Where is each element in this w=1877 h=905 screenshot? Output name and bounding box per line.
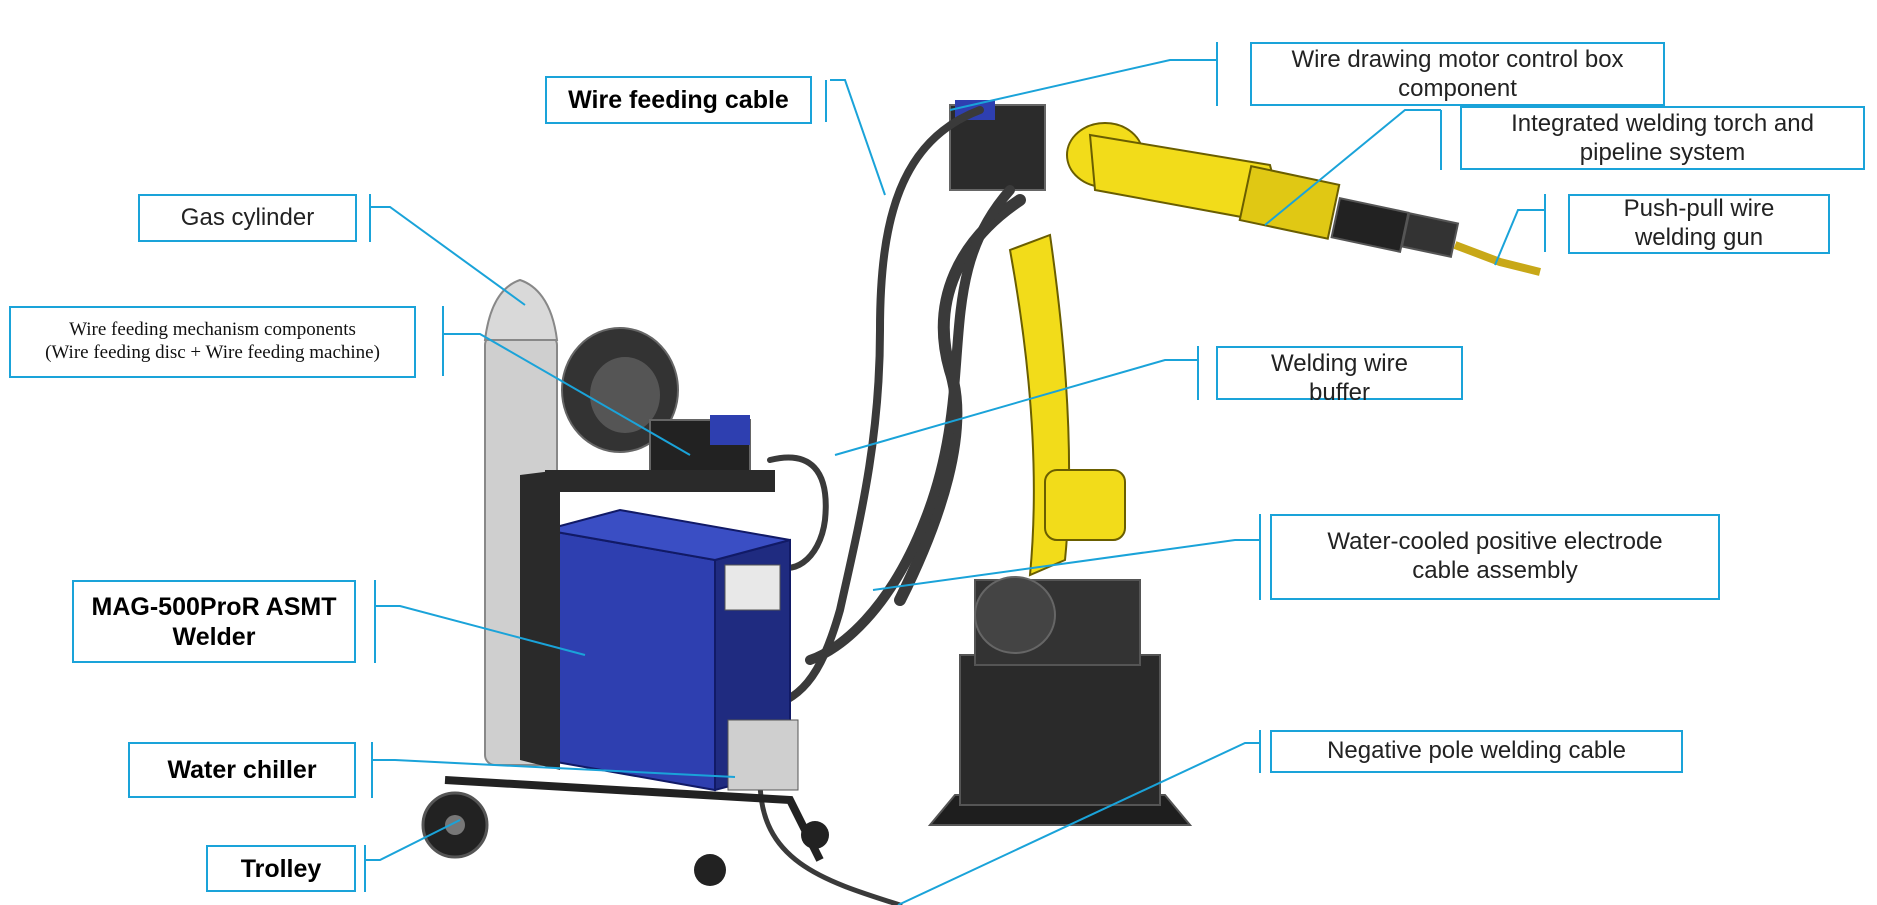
- robot-arm: [1008, 122, 1541, 577]
- cables: [756, 106, 1026, 905]
- label-mag-500pror-welder: MAG-500ProR ASMT Welder: [72, 580, 356, 663]
- label-welding-wire-buffer: Welding wire buffer: [1216, 346, 1463, 406]
- wire-feeder-art: [545, 327, 775, 492]
- trolley-art: [421, 776, 829, 886]
- robot-base: [927, 576, 1193, 826]
- label-wire-drawing-motor-control-box: Wire drawing motor control box component: [1250, 42, 1665, 106]
- callout-leaders: [364, 42, 1546, 905]
- welder-art: [520, 470, 799, 792]
- label-push-pull-wire-welding-gun: Push-pull wire welding gun: [1568, 194, 1830, 254]
- label-trolley: Trolley: [206, 845, 356, 892]
- label-integrated-welding-torch: Integrated welding torch and pipeline sy…: [1460, 106, 1865, 170]
- label-wire-feeding-cable: Wire feeding cable: [545, 76, 812, 124]
- label-water-cooled-positive-cable: Water-cooled positive electrode cable as…: [1270, 514, 1720, 600]
- label-negative-pole-welding-cable: Negative pole welding cable: [1270, 730, 1683, 773]
- label-water-chiller: Water chiller: [128, 742, 356, 798]
- label-gas-cylinder: Gas cylinder: [138, 194, 357, 242]
- label-wire-feeding-mechanism: Wire feeding mechanism components (Wire …: [9, 306, 416, 378]
